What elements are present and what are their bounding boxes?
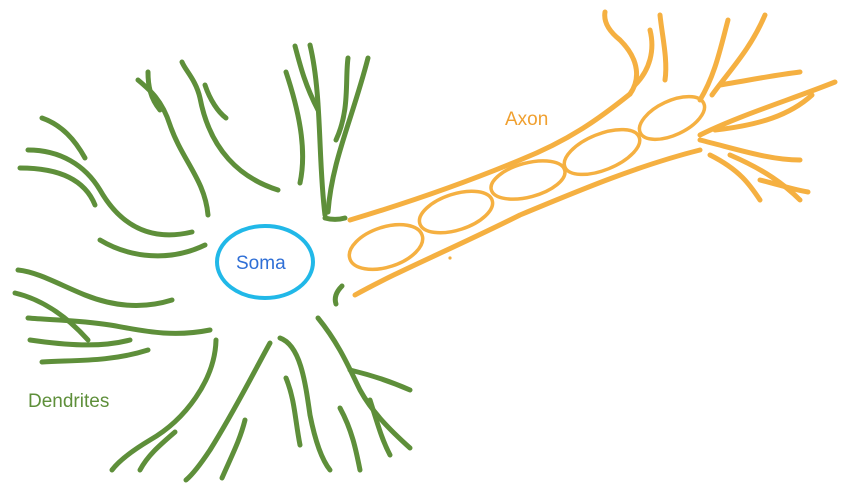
dendrite-branch	[138, 80, 208, 215]
dendrite-branch	[335, 286, 342, 304]
dendrite-branch	[148, 72, 160, 110]
dendrite-branch	[42, 350, 148, 362]
dendrite-branch	[28, 150, 192, 235]
dendrite-branch	[112, 340, 216, 470]
axon-terminal	[605, 12, 637, 94]
dendrite-branch	[340, 408, 360, 470]
dendrite-branch	[310, 45, 325, 215]
axon-terminal	[720, 72, 800, 85]
dendrite-branch	[280, 338, 330, 470]
soma-label: Soma	[236, 254, 286, 273]
axon-terminal	[660, 15, 666, 80]
dendrite-branch	[286, 378, 300, 445]
axon-group	[344, 12, 835, 295]
axon-edge	[350, 94, 630, 220]
dendrite-branch	[325, 218, 345, 220]
dendrite-branch	[28, 318, 210, 333]
axon-edge	[355, 150, 700, 295]
dendrite-branch	[286, 72, 303, 183]
dendrite-branch	[15, 293, 88, 340]
axon-terminal	[760, 180, 808, 192]
dendrite-branch	[100, 240, 205, 256]
axon-terminal	[715, 95, 812, 130]
dendrites-label: Dendrites	[28, 392, 109, 411]
axon-terminal	[700, 20, 728, 100]
myelin-segment	[558, 120, 646, 183]
axon-dot	[448, 256, 451, 259]
axon-label: Axon	[505, 110, 548, 129]
dendrite-branch	[30, 340, 130, 345]
axon-terminal	[710, 155, 760, 200]
dendrite-branch	[182, 62, 278, 190]
dendrite-branch	[205, 85, 226, 118]
myelin-segment	[344, 216, 429, 278]
